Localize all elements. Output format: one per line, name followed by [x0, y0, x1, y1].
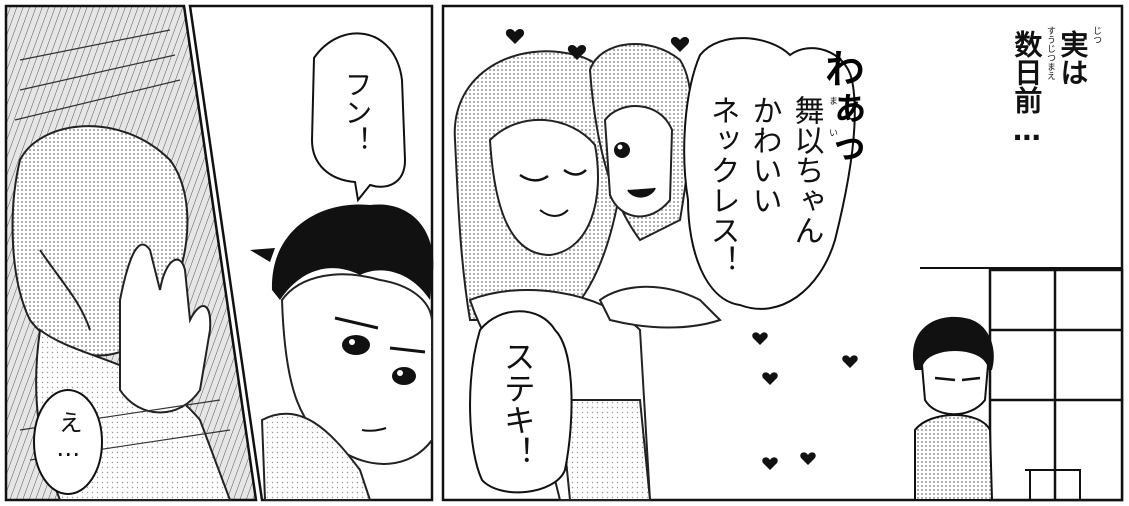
speech-bubble-2 — [310, 32, 407, 203]
furigana-suujitsumae: すうじつまえ — [1045, 26, 1055, 80]
bubble-main-line-3: ネックレス！ — [704, 95, 740, 275]
narration-line-2: 数日前… — [1010, 30, 1044, 147]
speech-text-fun: フン！ — [340, 70, 374, 154]
speech-bubble-1 — [33, 389, 103, 495]
speech-bubble-main — [683, 37, 856, 310]
panel-1 — [4, 4, 258, 502]
speech-bubble-small — [469, 310, 573, 494]
panel-2 — [188, 4, 434, 502]
bubble-main-line-1: 舞以ちゃん — [788, 95, 824, 245]
furigana-ma: ま — [827, 96, 837, 105]
speech-text-e: え… — [54, 410, 83, 462]
classroom-window — [920, 267, 1124, 502]
furigana-i: い — [827, 128, 837, 137]
hearts-decoration — [505, 29, 858, 470]
furigana-jitsu: じつ — [1091, 26, 1101, 44]
bubble-main-line-2: かわいい — [746, 95, 782, 215]
bubble-small-text: ステキ！ — [498, 340, 537, 468]
sfx-waa: わぁっ — [818, 48, 865, 168]
narration-line-1: 実は — [1056, 30, 1090, 86]
panel-3 — [441, 4, 1124, 502]
boy-background — [913, 316, 994, 501]
